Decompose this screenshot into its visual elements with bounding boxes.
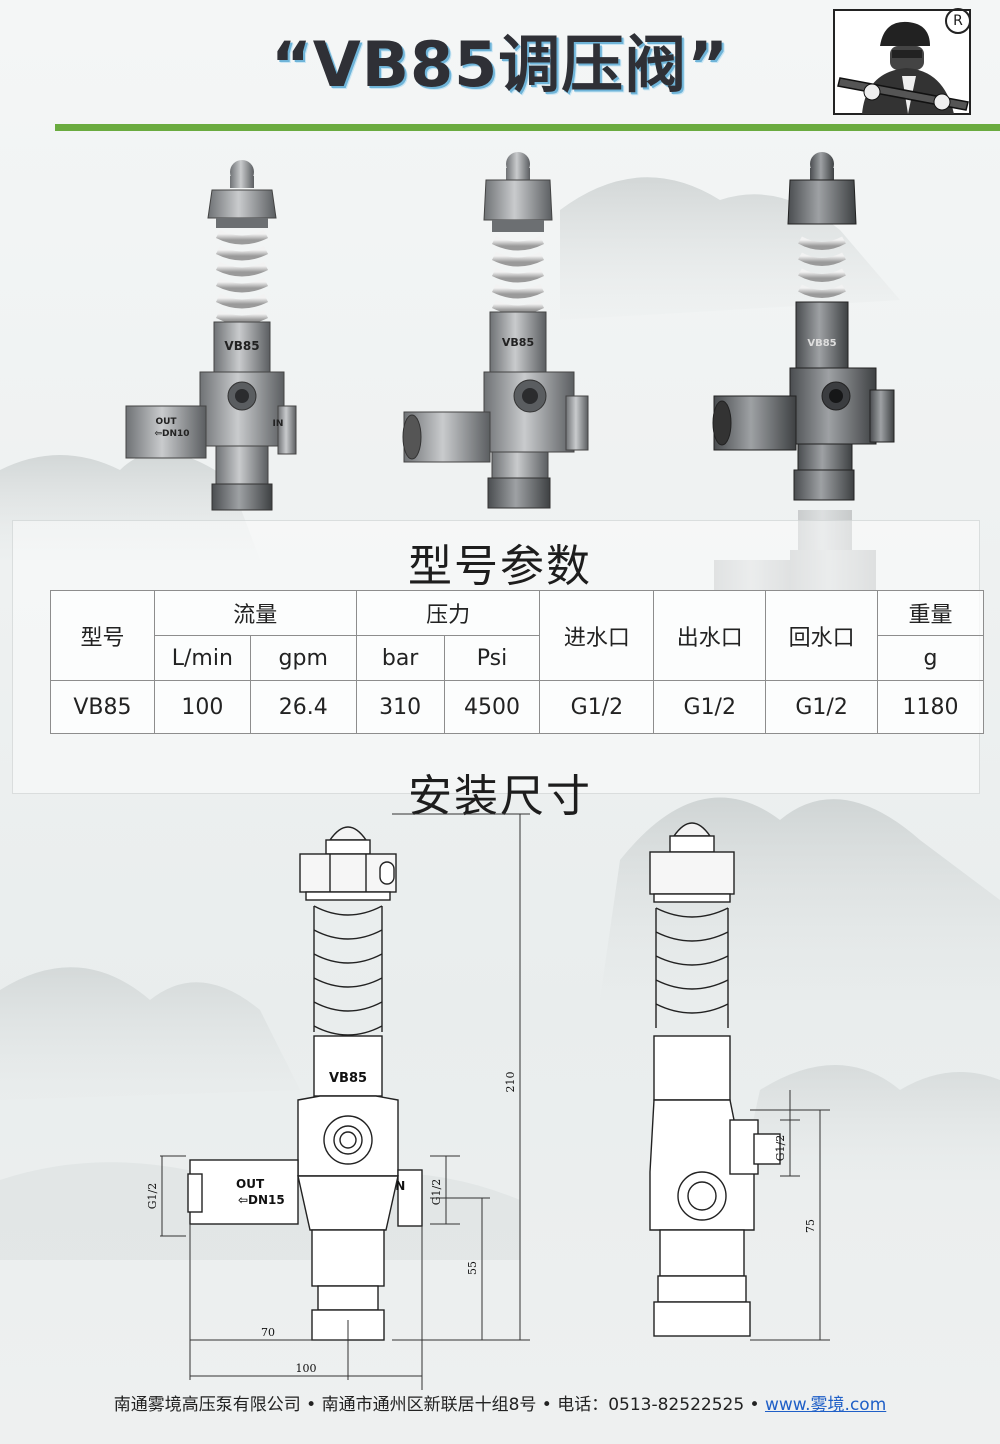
header-outlet: 出水口 bbox=[653, 590, 767, 681]
dim-75-label: 75 bbox=[804, 1219, 817, 1233]
spec-section-title: 型号参数 bbox=[408, 541, 592, 592]
unit-bar: bar bbox=[355, 635, 445, 681]
product-photo-front: VB85 OUT ⇦DN10 IN IN bbox=[125, 160, 297, 511]
product-photo-dn-label: ⇦DN10 bbox=[154, 429, 189, 439]
dim-100-label: 100 bbox=[296, 1362, 317, 1375]
footer-contact: 南通雾境高压泵有限公司 • 南通市通州区新联居十组8号 • 电话：0513-82… bbox=[0, 1390, 1000, 1415]
spec-table: 型号 流量 压力 进水口 出水口 回水口 重量 L/min gpm bar Ps… bbox=[50, 590, 984, 734]
unit-g: g bbox=[877, 635, 984, 681]
dim-70-label: 70 bbox=[261, 1326, 275, 1339]
dim-g12-side-label: G1/2 bbox=[774, 1135, 787, 1162]
table-row: VB85 100 26.4 310 4500 G1/2 G1/2 G1/2 11… bbox=[50, 680, 984, 734]
unit-psi: Psi bbox=[443, 635, 541, 681]
dim-g12-right-label: G1/2 bbox=[430, 1179, 443, 1206]
dimension-drawings: VB85 OUT ⇦DN15 IN IN bbox=[146, 813, 830, 1390]
header-flow: 流量 bbox=[153, 590, 357, 636]
product-photos: VB85 OUT ⇦DN10 IN IN VB85 bbox=[125, 152, 895, 590]
cell-weight: 1180 bbox=[877, 680, 984, 734]
header-pressure: 压力 bbox=[355, 590, 541, 636]
cell-outlet: G1/2 bbox=[653, 680, 767, 734]
header-inlet: 进水口 bbox=[539, 590, 655, 681]
footer-text: 南通雾境高压泵有限公司 • 南通市通州区新联居十组8号 • 电话：0513-82… bbox=[113, 1395, 765, 1415]
cell-bar: 310 bbox=[355, 680, 445, 734]
dim-g12-left-label: G1/2 bbox=[146, 1183, 159, 1210]
product-photo-out-label: OUT bbox=[155, 417, 177, 427]
cell-psi: 4500 bbox=[443, 680, 541, 734]
cell-return: G1/2 bbox=[765, 680, 879, 734]
product-photo-in-label-side: IN bbox=[273, 419, 284, 429]
drawing-dn-label: ⇦DN15 bbox=[238, 1193, 285, 1207]
cell-model: VB85 bbox=[50, 680, 155, 734]
product-photo-3-model-label: VB85 bbox=[807, 338, 836, 349]
header-divider bbox=[55, 124, 1000, 131]
footer-url-link[interactable]: www.雾境.com bbox=[764, 1395, 887, 1415]
drawing-out-label: OUT bbox=[236, 1177, 265, 1191]
page-title: “VB85调压阀” bbox=[270, 28, 730, 101]
product-photo-2-model-label: VB85 bbox=[502, 336, 534, 349]
cell-gpm: 26.4 bbox=[249, 680, 357, 734]
cell-inlet: G1/2 bbox=[539, 680, 655, 734]
unit-lmin: L/min bbox=[153, 635, 251, 681]
dim-55-label: 55 bbox=[466, 1261, 479, 1275]
product-photo-dark: VB85 bbox=[712, 152, 895, 590]
header-model: 型号 bbox=[50, 590, 155, 681]
cell-lmin: 100 bbox=[153, 680, 251, 734]
product-photo-model-label: VB85 bbox=[224, 339, 259, 353]
drawing-model-label: VB85 bbox=[329, 1071, 367, 1086]
header-return: 回水口 bbox=[765, 590, 879, 681]
dim-210-label: 210 bbox=[504, 1072, 517, 1093]
registered-trademark-icon: R bbox=[945, 8, 971, 34]
unit-gpm: gpm bbox=[249, 635, 357, 681]
brand-logo-worker-icon bbox=[833, 9, 971, 115]
header-weight: 重量 bbox=[877, 590, 984, 636]
product-photo-angle: VB85 bbox=[402, 152, 589, 509]
